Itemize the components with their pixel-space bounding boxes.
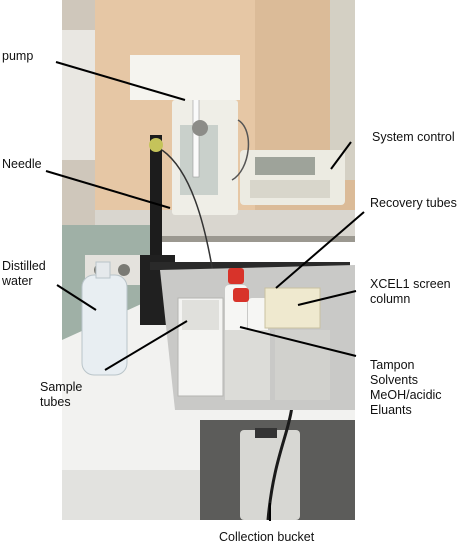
xcel1-column-label: XCEL1 screen column — [370, 277, 451, 306]
socket-2 — [118, 264, 130, 276]
system-control-screen — [255, 157, 315, 175]
distilled-water-leader — [56, 284, 97, 311]
recovery-tubes-leader — [275, 211, 365, 289]
tampon-solvents-label: Tampon Solvents MeOH/acidic Eluants — [370, 358, 442, 417]
needle-tube — [161, 149, 216, 286]
water-bottle-cap — [95, 261, 111, 279]
shelf-edge — [95, 236, 355, 242]
solvent-bottle-2-cap — [233, 288, 249, 302]
needle-leader — [45, 170, 171, 209]
recovery-tubes-label: Recovery tubes — [370, 196, 457, 210]
sample-tube-tops — [182, 300, 219, 330]
collection-bucket-label: Collection bucket — [219, 530, 315, 544]
leader-lines — [45, 61, 365, 521]
needle-label: Needle — [2, 157, 42, 171]
photo — [62, 0, 355, 521]
system-control-leader — [330, 141, 352, 170]
solvent-bottle-1-cap — [228, 268, 244, 284]
stand-clamp — [149, 138, 163, 152]
system-control-label: System control — [372, 130, 455, 144]
xcel1-column-leader — [297, 290, 357, 306]
pump-leader — [55, 61, 186, 101]
tampon-solvents-leader — [239, 326, 357, 357]
sample-tubes-label: Sample tubes — [40, 380, 83, 409]
collection-bucket — [240, 430, 300, 520]
pump-paper — [130, 55, 240, 100]
recovery-tube-rack — [264, 287, 321, 329]
system-control-keys — [250, 180, 330, 198]
sample-tubes-leader — [104, 320, 188, 371]
stand-rail — [150, 262, 350, 270]
bucket-cap — [255, 428, 277, 438]
gilson-tray-body — [225, 330, 270, 400]
syringe-knob — [192, 120, 208, 136]
pump-label: pump — [2, 49, 34, 63]
tray-right-panel — [275, 330, 330, 400]
distilled-water-label: Distilled water — [2, 259, 46, 288]
pump-tubing — [231, 119, 250, 181]
